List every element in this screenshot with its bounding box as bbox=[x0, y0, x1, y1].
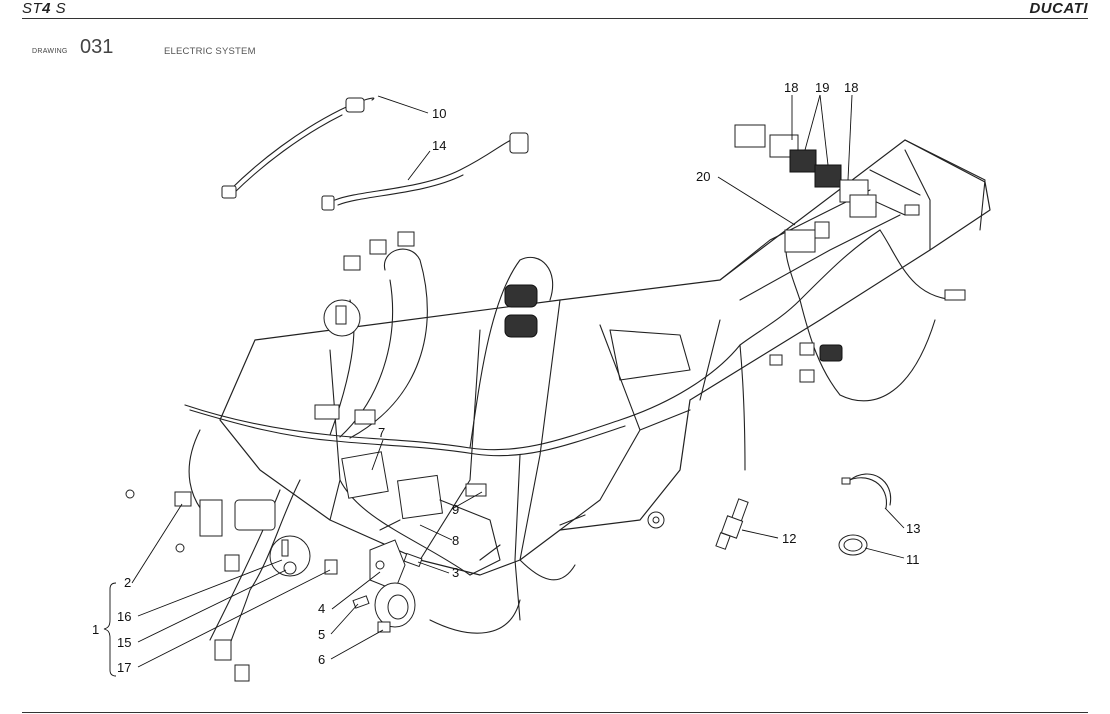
brand-logo: DUCATI bbox=[1029, 0, 1088, 17]
callout-8: 8 bbox=[452, 533, 459, 548]
callout-9: 9 bbox=[452, 502, 459, 517]
leader-lines bbox=[103, 94, 905, 677]
callout-10: 10 bbox=[432, 106, 446, 121]
right-connectors bbox=[769, 342, 843, 383]
hose-clip bbox=[838, 534, 868, 556]
wire-10 bbox=[221, 97, 375, 199]
footer-rule bbox=[22, 712, 1088, 713]
horn-assembly bbox=[352, 539, 423, 633]
callout-15: 15 bbox=[117, 635, 131, 650]
callout-6: 6 bbox=[318, 652, 325, 667]
callout-5: 5 bbox=[318, 627, 325, 642]
callout-1: 1 bbox=[92, 622, 99, 637]
drawing-number: 031 bbox=[80, 36, 114, 58]
callout-3: 3 bbox=[452, 565, 459, 580]
callout-7: 7 bbox=[378, 425, 385, 440]
cable-tie bbox=[841, 473, 892, 509]
callout-4: 4 bbox=[318, 601, 325, 616]
model-name: ST4 S bbox=[22, 0, 67, 17]
callout-14: 14 bbox=[432, 138, 446, 153]
spark-plug bbox=[715, 498, 749, 550]
callout-18-left: 18 bbox=[784, 80, 798, 95]
callout-13: 13 bbox=[906, 521, 920, 536]
left-components bbox=[125, 489, 338, 682]
callout-11: 11 bbox=[906, 552, 920, 567]
drawing-label: DRAWING bbox=[32, 48, 68, 55]
harness-connectors bbox=[314, 231, 538, 425]
callout-2: 2 bbox=[124, 575, 131, 590]
drawing-title: ELECTRIC SYSTEM bbox=[164, 46, 256, 57]
callout-numbers: 10 14 18 19 18 20 7 9 8 3 4 5 6 12 13 11… bbox=[92, 80, 920, 675]
callout-17: 17 bbox=[117, 660, 131, 675]
callout-12: 12 bbox=[782, 531, 796, 546]
header-bar: ST4 S DUCATI bbox=[22, 0, 1088, 19]
relay-cluster bbox=[734, 124, 966, 301]
wire-14 bbox=[321, 132, 529, 211]
callout-20: 20 bbox=[696, 169, 710, 184]
callout-16: 16 bbox=[117, 609, 131, 624]
callout-18-right: 18 bbox=[844, 80, 858, 95]
callout-19: 19 bbox=[815, 80, 829, 95]
